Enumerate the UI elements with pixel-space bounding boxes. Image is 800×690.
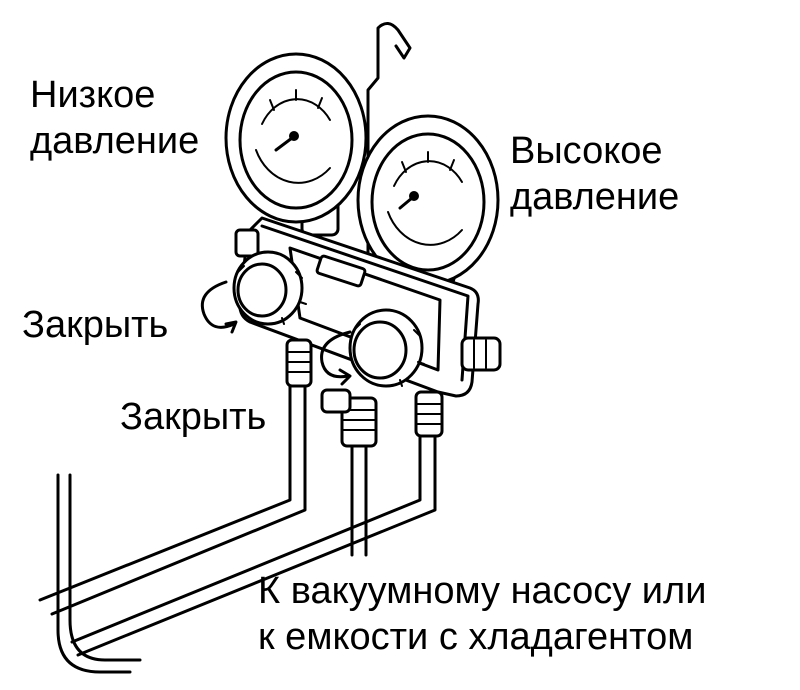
- high-pressure-label-line-1: Высокое: [510, 130, 663, 172]
- low-pressure-label-line-2: давление: [30, 120, 200, 162]
- destination-label: К вакуумному насосу или к емкости с хлад…: [258, 568, 706, 660]
- center-hose: [350, 438, 368, 557]
- close-arrow-low: [200, 280, 238, 334]
- left-hose: [38, 358, 307, 674]
- low-valve-knob: [232, 250, 307, 326]
- hanger-hook: [366, 22, 412, 264]
- left-side-fitting: [234, 228, 260, 258]
- destination-label-line-2: к емкости с хладагентом: [258, 616, 694, 658]
- right-side-fitting: [460, 336, 502, 372]
- close-arrow-high: [320, 330, 352, 386]
- right-hose-fitting: [414, 390, 444, 438]
- center-hose-fitting: [320, 388, 378, 448]
- destination-label-line-1: К вакуумному насосу или: [258, 570, 707, 612]
- low-pressure-label-line-1: Низкое: [30, 74, 156, 116]
- close-low-valve-label: Закрыть: [22, 304, 169, 346]
- low-pressure-gauge: [224, 52, 368, 237]
- high-valve-knob: [348, 308, 425, 388]
- high-pressure-label: Высокое давление: [510, 128, 679, 220]
- high-pressure-gauge: [356, 114, 500, 286]
- right-hose: [70, 418, 437, 657]
- left-hose-fitting: [285, 338, 313, 388]
- high-pressure-label-line-2: давление: [510, 176, 680, 218]
- low-pressure-label: Низкое давление: [30, 72, 199, 164]
- close-high-valve-label: Закрыть: [120, 396, 267, 438]
